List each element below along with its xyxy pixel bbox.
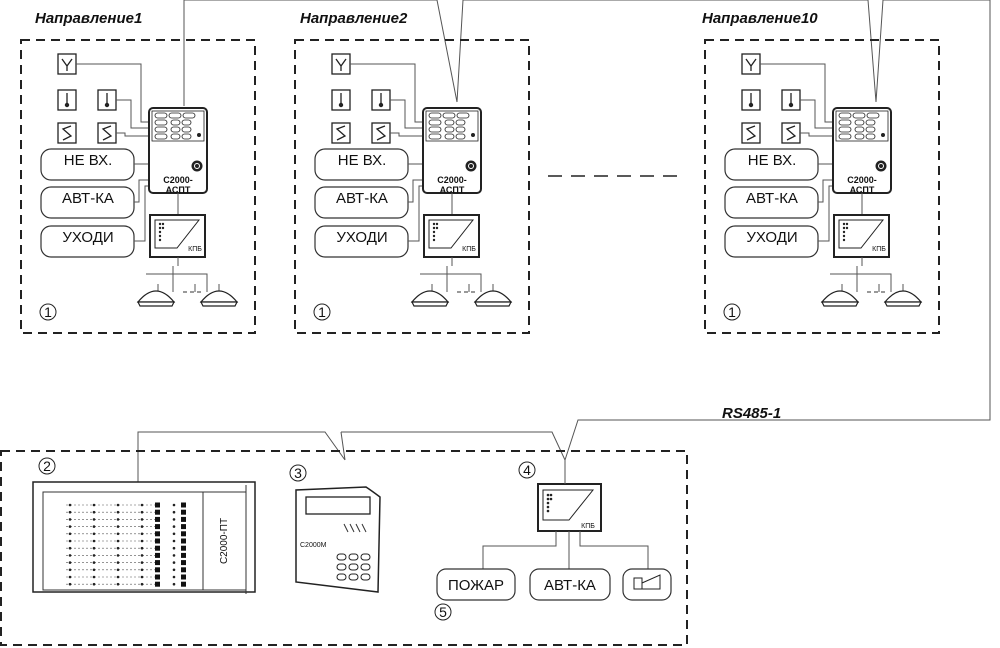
board-auto: АВТ-КА: [746, 190, 798, 207]
speaker-icon: [633, 574, 661, 590]
marker-5: 5: [439, 604, 447, 620]
direction-10-group: [704, 39, 940, 334]
board-leave: УХОДИ: [62, 229, 113, 246]
marker-2: 2: [43, 458, 51, 474]
direction-1-title: Направление1: [35, 10, 142, 27]
s2000m-label: С2000М: [300, 542, 327, 549]
controller-name-line2: АСПТ: [440, 185, 465, 195]
controller-name-line2: АСПТ: [850, 185, 875, 195]
direction-2-title: Направление2: [300, 10, 408, 27]
controller-name-line1: С2000-: [163, 175, 193, 185]
board-not-enter: НЕ ВХ.: [748, 152, 797, 169]
marker-1: 1: [44, 304, 52, 320]
direction-2-group: [294, 39, 530, 334]
central-station-group: 2 3 4 5 С2000-ПТ С2000М КПБ ПОЖАР АВТ-КА: [0, 450, 688, 646]
auto-board: [529, 568, 611, 601]
s2000-pt-panel: [32, 481, 256, 594]
direction-10-title: Направление10: [702, 10, 818, 27]
board-not-enter: НЕ ВХ.: [64, 152, 113, 169]
direction-1-texts: НЕ ВХ. АВТ-КА УХОДИ С2000- АСПТ КПБ 1: [44, 152, 202, 320]
pt-label: С2000-ПТ: [219, 518, 230, 564]
kpb-label: КПБ: [462, 246, 476, 253]
controller-name-line1: С2000-: [437, 175, 467, 185]
marker-1: 1: [318, 304, 326, 320]
fire-board: [436, 568, 516, 601]
central-kpb: [482, 460, 649, 569]
kpb-label: КПБ: [188, 246, 202, 253]
output-fire: ПОЖАР: [448, 577, 504, 594]
marker-1: 1: [728, 304, 736, 320]
kpb-label: КПБ: [872, 246, 886, 253]
controller-name-line2: АСПТ: [166, 185, 191, 195]
bus-label: RS485-1: [722, 405, 781, 422]
direction-1-group: [20, 39, 256, 334]
direction-10-texts: НЕ ВХ. АВТ-КА УХОДИ С2000- АСПТ КПБ 1: [728, 152, 886, 320]
board-auto: АВТ-КА: [336, 190, 388, 207]
board-leave: УХОДИ: [746, 229, 797, 246]
central-kpb-label: КПБ: [581, 523, 595, 530]
marker-3: 3: [294, 465, 302, 481]
marker-4: 4: [523, 462, 531, 478]
board-leave: УХОДИ: [336, 229, 387, 246]
s2000m-console: [295, 486, 381, 593]
direction-2-texts: НЕ ВХ. АВТ-КА УХОДИ С2000- АСПТ КПБ 1: [318, 152, 476, 320]
output-auto: АВТ-КА: [544, 577, 596, 594]
controller-name-line1: С2000-: [847, 175, 877, 185]
board-not-enter: НЕ ВХ.: [338, 152, 387, 169]
board-auto: АВТ-КА: [62, 190, 114, 207]
